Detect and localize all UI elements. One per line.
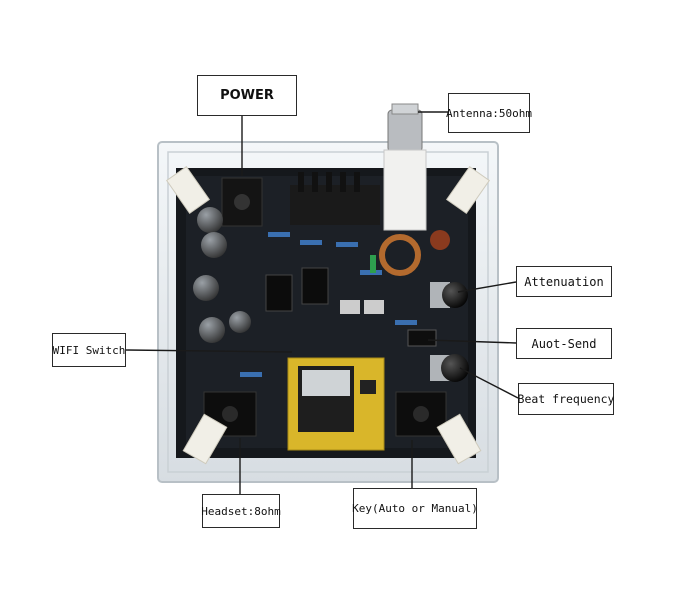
wifi-switch-leader [125,349,293,353]
leader-lines [125,111,519,494]
key-label: Key(Auto or Manual) [352,488,478,529]
auto-send-switch [407,329,437,347]
electrolytic-capacitors [193,207,251,343]
wifi-switch-label: WIFI Switch [52,333,126,367]
antenna-connector [383,103,427,231]
attenuation-leader [457,281,517,293]
wifi-module [287,357,385,451]
antenna-label: Antenna:50ohm [446,93,532,133]
beat-frequency-label: Beat frequency [518,383,614,415]
standoffs [166,166,490,465]
headset-label: Headset:8ohm [201,494,281,528]
power-jack [221,177,263,227]
resistors [240,232,417,377]
ic-chips [265,267,384,314]
auto-send-label: Auot-Send [516,328,612,359]
power-label: POWER [197,75,297,116]
auto-send-leader [427,339,517,344]
heatsink [290,172,380,225]
attenuation-knob [430,282,468,308]
beat-frequency-leader [459,367,519,399]
attenuation-label: Attenuation [516,266,612,297]
toroid-coil [379,230,450,276]
beat-frequency-knob [430,354,469,382]
